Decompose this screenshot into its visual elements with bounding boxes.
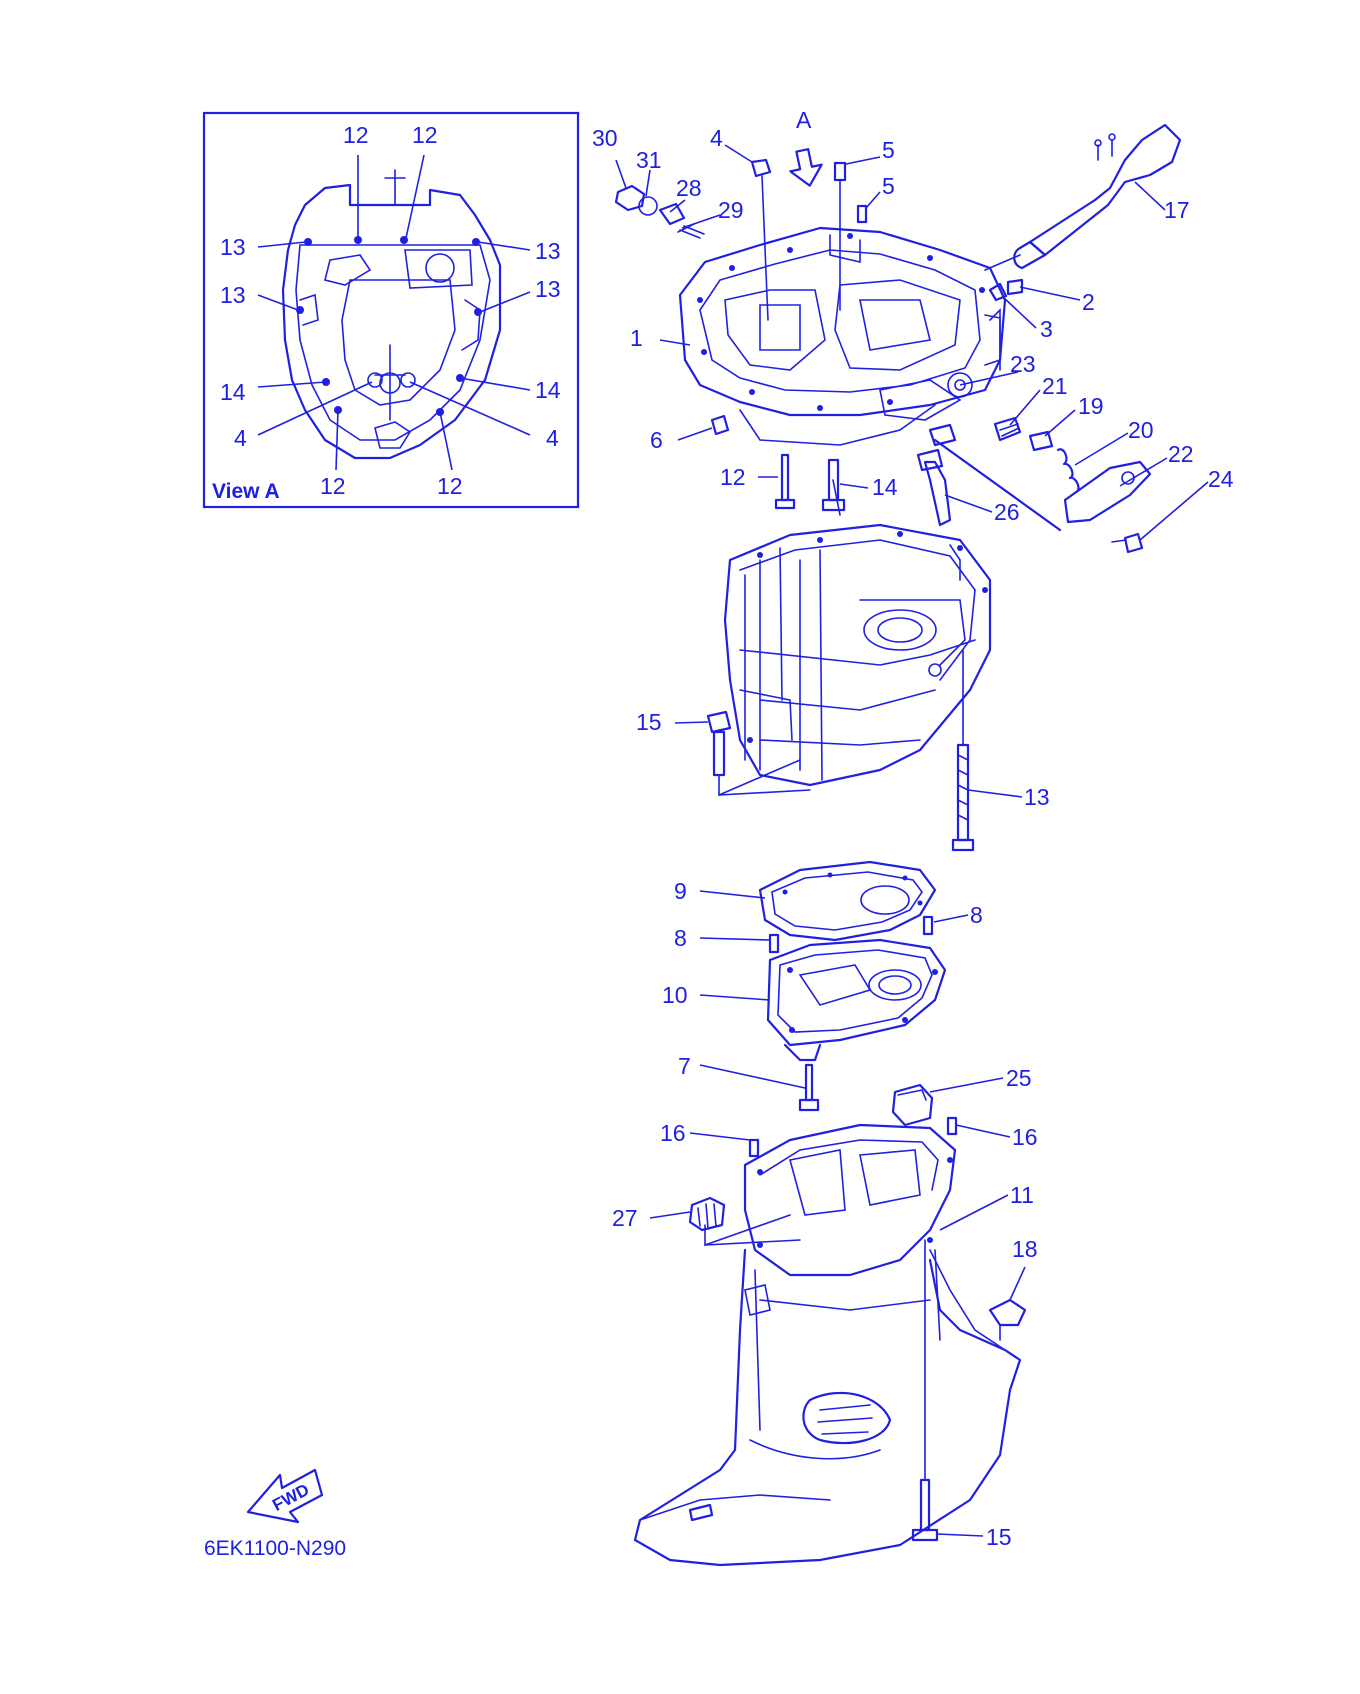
callout-11: 11 — [1010, 1182, 1034, 1208]
inset-callout-13a: 13 — [220, 234, 246, 260]
callout-10: 10 — [662, 982, 688, 1008]
lower-small-parts — [688, 1083, 1027, 1341]
callout-24: 24 — [1208, 466, 1234, 492]
callout-15b: 15 — [986, 1524, 1012, 1550]
inset-callout-12a: 12 — [343, 122, 369, 148]
dowel-pins — [768, 915, 934, 954]
callout-2: 2 — [1082, 289, 1095, 315]
inset-callout-4b: 4 — [546, 425, 559, 451]
callout-12: 12 — [720, 464, 746, 490]
steering-arm — [984, 123, 1182, 271]
inset-callout-13b: 13 — [220, 282, 246, 308]
callout-25: 25 — [1006, 1065, 1032, 1091]
callout-20: 20 — [1128, 417, 1154, 443]
callout-7: 7 — [678, 1053, 691, 1079]
callout-6: 6 — [650, 427, 663, 453]
leader-lines — [615, 144, 1209, 1537]
inset-callout-13c: 13 — [535, 238, 561, 264]
bolt-7 — [798, 1063, 820, 1112]
inset-callout-14b: 14 — [535, 377, 561, 403]
inset-callout-14a: 14 — [220, 379, 246, 405]
callout-17: 17 — [1164, 197, 1190, 223]
mid-housing — [723, 523, 992, 787]
inset-caption: View A — [212, 480, 280, 503]
inset-callout-12c: 12 — [320, 473, 346, 499]
callout-14: 14 — [872, 474, 898, 500]
callout-30: 30 — [592, 125, 618, 151]
lower-case — [633, 1123, 1022, 1567]
callout-labels: 30 31 4 28 29 5 5 17 2 3 1 23 21 19 20 2… — [592, 125, 1234, 1550]
upper-case-assembly — [678, 226, 1007, 446]
callout-8b: 8 — [970, 902, 983, 928]
callout-4: 4 — [710, 125, 723, 151]
bolt-15-lower — [911, 1239, 939, 1542]
callout-9: 9 — [674, 878, 687, 904]
callout-3: 3 — [1040, 316, 1053, 342]
callout-5a: 5 — [882, 137, 895, 163]
callout-21: 21 — [1042, 373, 1068, 399]
callout-23: 23 — [1010, 351, 1036, 377]
callout-29: 29 — [718, 197, 744, 223]
small-parts-top — [614, 158, 1024, 321]
callout-19: 19 — [1078, 393, 1104, 419]
fwd-arrow: FWD — [246, 1468, 324, 1524]
view-a-inset: 12 12 13 13 13 13 14 14 4 4 12 12 View A — [202, 111, 580, 509]
callout-28: 28 — [676, 175, 702, 201]
callout-16a: 16 — [660, 1120, 686, 1146]
fwd-label: FWD — [269, 1480, 312, 1515]
callout-8a: 8 — [674, 925, 687, 951]
view-arrow-label: A — [796, 107, 812, 133]
view-a-arrow: A — [789, 107, 823, 187]
callout-27: 27 — [612, 1205, 638, 1231]
callout-5b: 5 — [882, 173, 895, 199]
callout-1: 1 — [630, 325, 643, 351]
callout-31: 31 — [636, 147, 662, 173]
callout-26: 26 — [994, 499, 1020, 525]
gasket — [758, 860, 937, 942]
inset-callout-13d: 13 — [535, 276, 561, 302]
callout-16b: 16 — [1012, 1124, 1038, 1150]
diagram-code: 6EK1100-N290 — [204, 1537, 346, 1560]
callout-22: 22 — [1168, 441, 1194, 467]
callout-18: 18 — [1012, 1236, 1038, 1262]
inset-callout-12d: 12 — [437, 473, 463, 499]
exhaust-plate — [766, 938, 947, 1062]
inset-callout-4a: 4 — [234, 425, 247, 451]
callout-13: 13 — [1024, 784, 1050, 810]
side-hardware — [928, 416, 1152, 554]
inset-callout-12b: 12 — [412, 122, 438, 148]
callout-15a: 15 — [636, 709, 662, 735]
bolts-upper — [710, 414, 952, 527]
bolts-mid — [706, 649, 975, 852]
